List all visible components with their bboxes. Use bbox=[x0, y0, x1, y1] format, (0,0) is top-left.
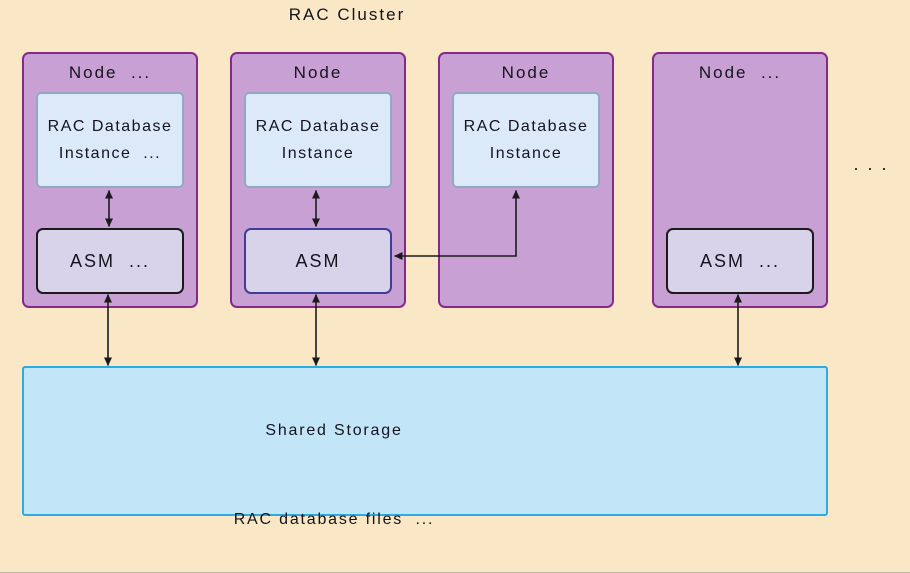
rac-database-instance-box-1: RAC Database Instance ... bbox=[36, 92, 184, 188]
shared-storage-text: Shared Storage RAC database files ... bbox=[24, 368, 644, 565]
shared-storage-subtitle: RAC database files ... bbox=[233, 511, 435, 528]
instance-2-line2: Instance bbox=[281, 145, 355, 162]
instance-3-line2: Instance bbox=[489, 145, 563, 162]
node-3-label: Node bbox=[501, 63, 551, 82]
node-4: Node ... ASM ... bbox=[652, 52, 828, 308]
node-4-label: Node ... bbox=[698, 63, 782, 82]
instance-2-line1: RAC Database bbox=[255, 118, 381, 135]
asm-2-label: ASM bbox=[295, 250, 341, 271]
asm-box-2: ASM bbox=[244, 228, 392, 294]
node-1-label: Node ... bbox=[68, 63, 152, 82]
instance-3-line1: RAC Database bbox=[463, 118, 589, 135]
instance-1-line1: RAC Database bbox=[47, 118, 173, 135]
asm-4-label: ASM ... bbox=[699, 250, 780, 271]
node-1: Node ... RAC Database Instance ... ASM .… bbox=[22, 52, 198, 308]
asm-box-4: ASM ... bbox=[666, 228, 814, 294]
instance-1-line2: Instance ... bbox=[58, 145, 162, 162]
diagram-title: RAC Cluster bbox=[288, 5, 406, 24]
asm-1-label: ASM ... bbox=[69, 250, 150, 271]
shared-storage-box: Shared Storage RAC database files ... bbox=[22, 366, 828, 528]
node-3: Node RAC Database Instance bbox=[438, 52, 614, 308]
shared-storage-title: Shared Storage bbox=[265, 422, 403, 439]
continuation-ellipsis: . . . bbox=[853, 154, 889, 174]
rac-database-instance-box-3: RAC Database Instance bbox=[452, 92, 600, 188]
node-2-label: Node bbox=[293, 63, 343, 82]
rac-database-instance-box-2: RAC Database Instance bbox=[244, 92, 392, 188]
node-2: Node RAC Database Instance ASM bbox=[230, 52, 406, 308]
asm-box-1: ASM ... bbox=[36, 228, 184, 294]
